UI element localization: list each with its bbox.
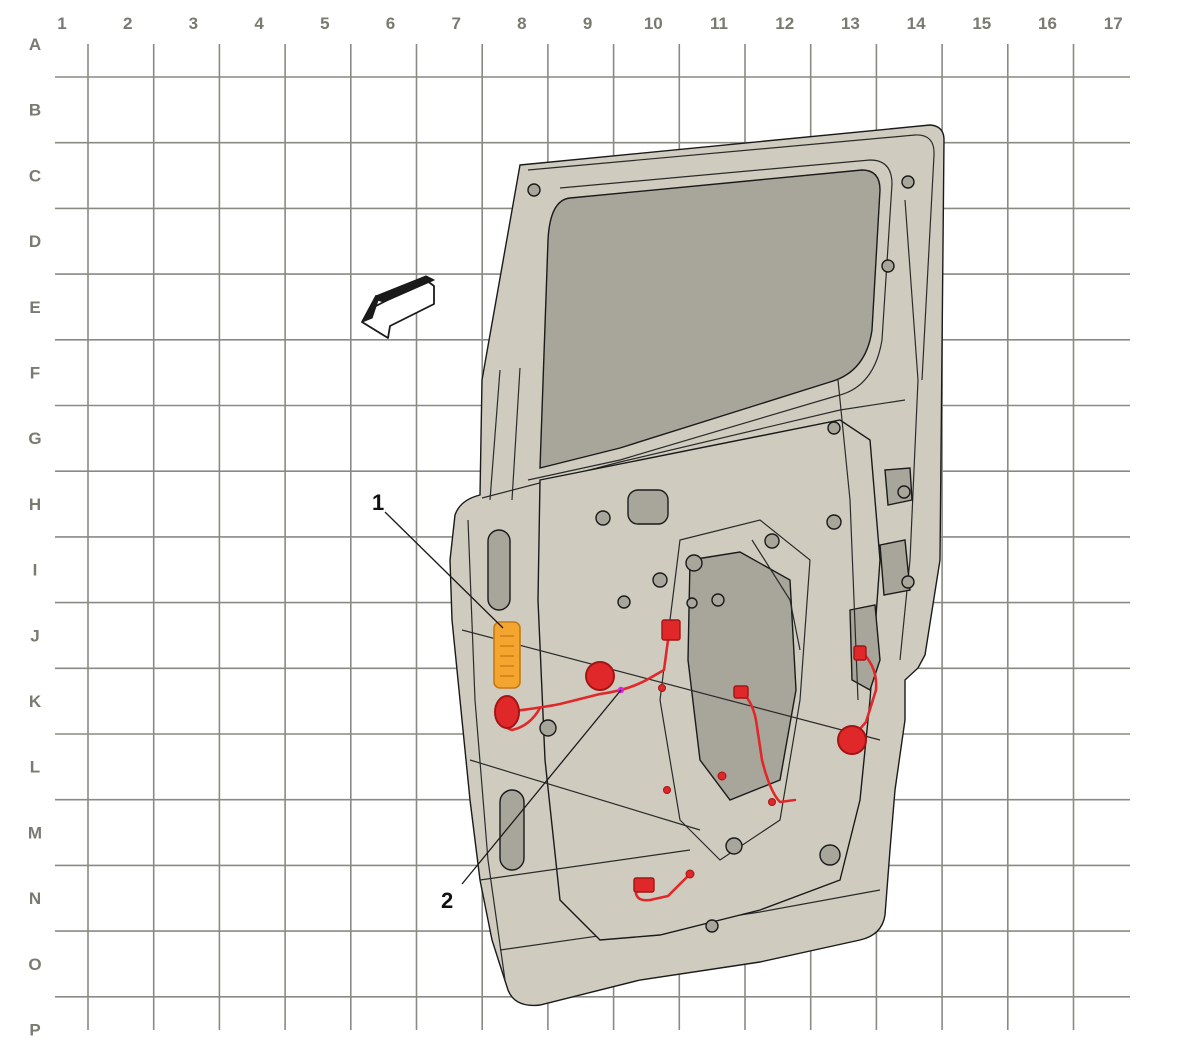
grid-row-label: B (29, 101, 41, 120)
highlighted-component-1 (493, 621, 521, 689)
door-panel (449, 124, 945, 1007)
fastener-hole (711, 593, 725, 607)
harness-connector-lower (633, 877, 655, 893)
callout-2-leader (461, 689, 622, 885)
harness-clip (663, 786, 671, 794)
callout-1-label: 1 (372, 490, 384, 515)
harness-grommet-front (494, 695, 520, 729)
grid-column-label: 2 (123, 14, 132, 33)
grid-column-label: 17 (1104, 14, 1123, 33)
arrow-shadow (361, 275, 435, 323)
cross-brace-2 (469, 759, 701, 831)
harness-clip (717, 771, 727, 781)
grid-row-label: M (28, 823, 42, 842)
grid-row-label: F (30, 364, 40, 383)
fastener-holes (527, 175, 915, 933)
grid-row-label: K (29, 692, 42, 711)
window-frame-inner (527, 159, 893, 481)
highlighted-component-body (493, 621, 521, 689)
window-opening (539, 169, 881, 469)
callout-1-leader (384, 511, 504, 629)
door-front-pillar (489, 367, 521, 501)
fastener-hole (527, 183, 541, 197)
grid-row-label: I (33, 561, 38, 580)
grid-column-label: 6 (386, 14, 395, 33)
callout-2-label: 2 (441, 888, 453, 913)
door-rear-pillar (899, 199, 919, 661)
grid-column-label: 1 (57, 14, 66, 33)
grid-column-label: 3 (189, 14, 198, 33)
fastener-hole (819, 844, 841, 866)
fastener-hole (705, 919, 719, 933)
harness-connector-mid (733, 685, 749, 699)
fastener-hole (617, 595, 631, 609)
cross-brace-3 (479, 849, 691, 881)
regulator-rail (659, 519, 811, 861)
grid-row-label: G (28, 429, 41, 448)
grid-column-label: 4 (254, 14, 264, 33)
grid-row-label: J (30, 626, 39, 645)
fastener-hole (826, 514, 842, 530)
harness-grommet-rear (837, 725, 867, 755)
fastener-hole (685, 554, 703, 572)
grid-row-label: A (29, 35, 41, 54)
front-slot-lower (499, 789, 525, 871)
grid-row-label: N (29, 889, 41, 908)
grid-column-label: 9 (583, 14, 592, 33)
harness-connector-rear (853, 645, 867, 661)
grid-column-label: 11 (710, 14, 728, 33)
grid-column-label: 7 (451, 14, 460, 33)
grid-row-label: E (29, 298, 40, 317)
grid-row-label: D (29, 232, 41, 251)
grid-column-label: 8 (517, 14, 526, 33)
fastener-hole (901, 575, 915, 589)
grid-column-label: 10 (644, 14, 663, 33)
front-slot-upper (487, 529, 511, 611)
arrow-forward-icon (361, 275, 435, 339)
grid-row-label: C (29, 166, 41, 185)
grid-row-label: O (28, 955, 41, 974)
highlighted-component-ribs (500, 635, 514, 677)
grid-column-label: 16 (1038, 14, 1057, 33)
regulator-cable (751, 379, 859, 701)
fastener-hole (881, 259, 895, 273)
door-inner-edge (467, 519, 506, 981)
harness-clips (658, 684, 776, 879)
grid-column-label: 13 (841, 14, 860, 33)
fastener-hole (725, 837, 743, 855)
grid-column-label: 15 (972, 14, 991, 33)
fastener-hole (686, 597, 698, 609)
fastener-hole (595, 510, 611, 526)
cross-brace-1 (461, 629, 881, 741)
upper-access-slot (627, 489, 669, 525)
harness-clip (685, 869, 695, 879)
harness-grommet-center (585, 661, 615, 691)
fastener-hole (827, 421, 841, 435)
grid-row-label: L (30, 758, 40, 777)
rear-upper-pocket (884, 467, 913, 506)
harness-main-branch (504, 638, 670, 714)
grid-row-label: H (29, 495, 41, 514)
grid-column-label: 12 (775, 14, 794, 33)
grid-row-label: P (29, 1021, 40, 1040)
row-labels: A B C D E F G H I J K L M N O P (28, 35, 42, 1040)
harness-connector-upper (661, 619, 681, 641)
harness-clip (658, 684, 666, 692)
fastener-hole (764, 533, 780, 549)
fastener-hole (901, 175, 915, 189)
wiring-harness (494, 619, 878, 902)
fastener-hole (652, 572, 668, 588)
harness-clip (768, 798, 776, 806)
fastener-hole (539, 719, 557, 737)
grid-column-label: 14 (907, 14, 926, 33)
window-frame-outer (527, 134, 935, 381)
fastener-hole (897, 485, 911, 499)
grid-column-label: 5 (320, 14, 329, 33)
access-hole-large (687, 551, 797, 801)
